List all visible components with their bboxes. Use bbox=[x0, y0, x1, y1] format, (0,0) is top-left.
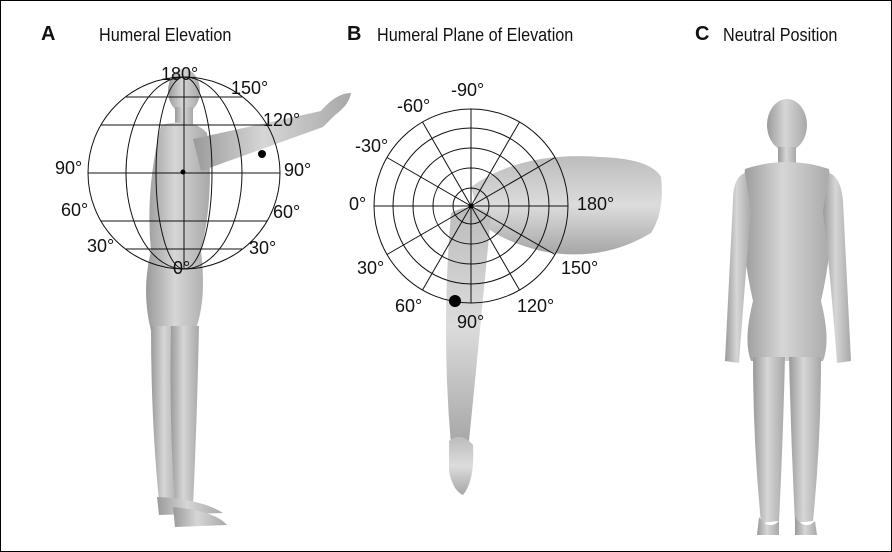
plane-label-90: 90° bbox=[457, 313, 484, 331]
plane-label-neg60: -60° bbox=[397, 97, 430, 115]
hand-position-marker bbox=[449, 295, 461, 307]
elev-label-60-left: 60° bbox=[61, 201, 88, 219]
elbow-marker bbox=[258, 150, 266, 158]
elev-label-150: 150° bbox=[231, 79, 268, 97]
plane-center-marker bbox=[469, 204, 474, 209]
plane-label-60: 60° bbox=[395, 297, 422, 315]
plane-label-180: 180° bbox=[577, 195, 614, 213]
elev-label-0: 0° bbox=[173, 259, 190, 277]
elev-label-90-left: 90° bbox=[55, 159, 82, 177]
elev-label-30-right: 30° bbox=[249, 239, 276, 257]
plane-label-30: 30° bbox=[357, 259, 384, 277]
plane-label-0: 0° bbox=[349, 195, 366, 213]
plane-label-neg90: -90° bbox=[451, 81, 484, 99]
plane-label-neg30: -30° bbox=[355, 137, 388, 155]
plane-label-150: 150° bbox=[561, 259, 598, 277]
elev-label-30-left: 30° bbox=[87, 237, 114, 255]
elev-label-120: 120° bbox=[263, 111, 300, 129]
plane-label-120: 120° bbox=[517, 297, 554, 315]
elev-label-60-right: 60° bbox=[273, 203, 300, 221]
elev-label-90-right: 90° bbox=[284, 161, 311, 179]
shoulder-center-marker bbox=[181, 170, 186, 175]
panel-c-body bbox=[725, 99, 851, 535]
panel-a-body bbox=[146, 69, 351, 527]
elev-label-180: 180° bbox=[161, 65, 198, 83]
